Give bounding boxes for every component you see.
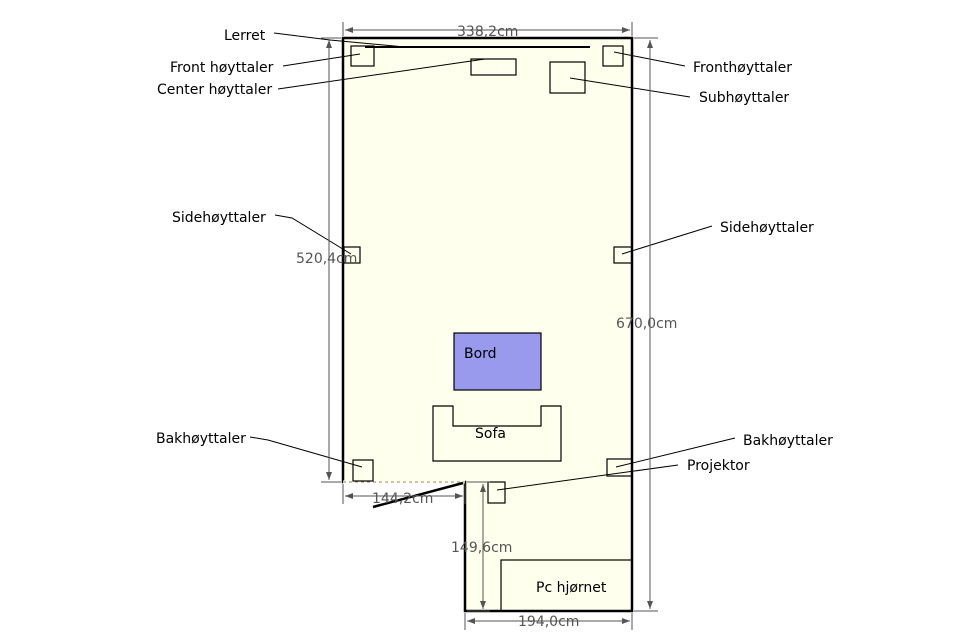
front-right-speaker [602, 45, 624, 67]
side-right-speaker [613, 246, 633, 264]
left-height-label: 520,4cm [296, 251, 357, 267]
dimension-bottom-width [464, 613, 633, 630]
projector-label: Projektor [687, 458, 750, 474]
front-left-speaker [350, 45, 375, 67]
dimension-top-width [342, 22, 633, 36]
sub-leader [569, 77, 691, 98]
step-width-label: 144,2cm [372, 491, 433, 507]
bottom-width-label: 194,0cm [518, 614, 579, 630]
rear-left-speaker-label: Bakhøyttaler [156, 431, 246, 447]
front-left-leader [282, 53, 361, 67]
side-left-speaker-label: Sidehøyttaler [172, 210, 266, 226]
top-width-label: 338,2cm [457, 24, 518, 40]
rear-left-speaker [352, 459, 374, 482]
front-left-speaker-label: Front høyttaler [170, 60, 274, 76]
front-right-speaker-label: Fronthøyttaler [693, 60, 792, 76]
dimension-right-height [634, 37, 658, 612]
side-right-speaker-label: Sidehøyttaler [720, 220, 814, 236]
sofa [432, 405, 562, 462]
subwoofer-label: Subhøyttaler [699, 90, 789, 106]
side-right-leader [621, 225, 713, 255]
lerret-leader [273, 32, 406, 48]
lerret-label: Lerret [224, 28, 266, 44]
table-label: Bord [464, 346, 497, 362]
center-speaker [470, 58, 517, 76]
sofa-label: Sofa [475, 426, 506, 442]
center-speaker-label: Center høyttaler [157, 82, 272, 98]
side-left-speaker [343, 246, 361, 264]
door-leaf [372, 481, 464, 509]
dimension-nook-height [467, 481, 490, 612]
right-height-label: 670,0cm [616, 316, 677, 332]
side-left-leader [274, 214, 352, 255]
center-leader [277, 58, 486, 90]
rear-left-leader [249, 436, 363, 468]
projector-leader [496, 464, 679, 491]
nook-height-label: 149,6cm [451, 540, 512, 556]
pc-corner [500, 559, 633, 612]
rear-right-speaker [606, 458, 633, 477]
projector [487, 481, 506, 504]
rear-right-leader [615, 437, 736, 468]
dimension-left-height [321, 37, 341, 483]
pc-corner-label: Pc hjørnet [536, 580, 607, 596]
room-floor [341, 36, 634, 613]
dimension-step-width [342, 484, 466, 504]
subwoofer [549, 61, 586, 94]
table [453, 332, 542, 391]
rear-right-speaker-label: Bakhøyttaler [743, 433, 833, 449]
